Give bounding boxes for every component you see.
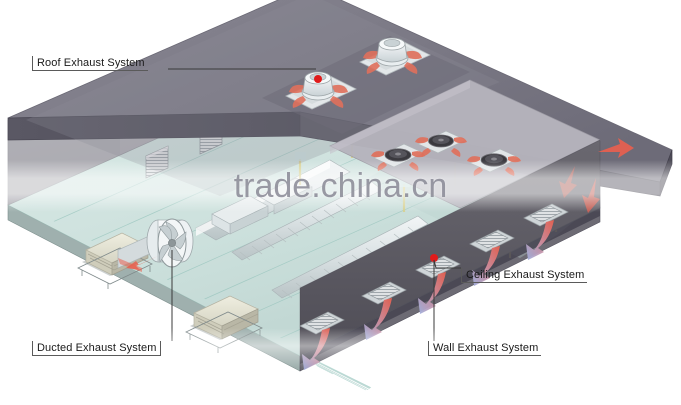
leader-lines: [168, 68, 461, 341]
wall-arrow-3: [418, 272, 446, 314]
label-wall-exhaust-system: Wall Exhaust System: [428, 341, 542, 356]
label-ceiling-exhaust-system: Ceiling Exhaust System: [461, 268, 588, 283]
exterior-arrow-1: [598, 138, 634, 158]
label-roof-exhaust-system-text: Roof Exhaust System: [32, 56, 148, 71]
label-ceiling-exhaust-system-text: Ceiling Exhaust System: [461, 268, 588, 283]
label-ducted-exhaust-system-text: Ducted Exhaust System: [32, 341, 161, 356]
flex-duct-2: [271, 215, 429, 299]
fan-blades: [158, 221, 187, 263]
label-roof-exhaust-system: Roof Exhaust System: [32, 56, 148, 71]
wall-arrow-5: [526, 220, 554, 260]
leader-ceiling: [433, 259, 461, 269]
wall-unit-4: [469, 229, 515, 286]
roof-fan-2: [359, 37, 431, 76]
roof-fan-1: [285, 71, 357, 110]
ceiling-fan-2: [415, 130, 467, 157]
roof-fan-1-marker: [314, 75, 322, 83]
label-wall-exhaust-system-text: Wall Exhaust System: [428, 341, 542, 356]
wall-arrow-4: [472, 246, 500, 286]
wall-unit-3: [415, 254, 461, 314]
label-ducted-exhaust-system: Ducted Exhaust System: [32, 341, 161, 356]
inline-duct-fan: [117, 218, 194, 272]
wall-unit-3-marker: [430, 254, 438, 262]
